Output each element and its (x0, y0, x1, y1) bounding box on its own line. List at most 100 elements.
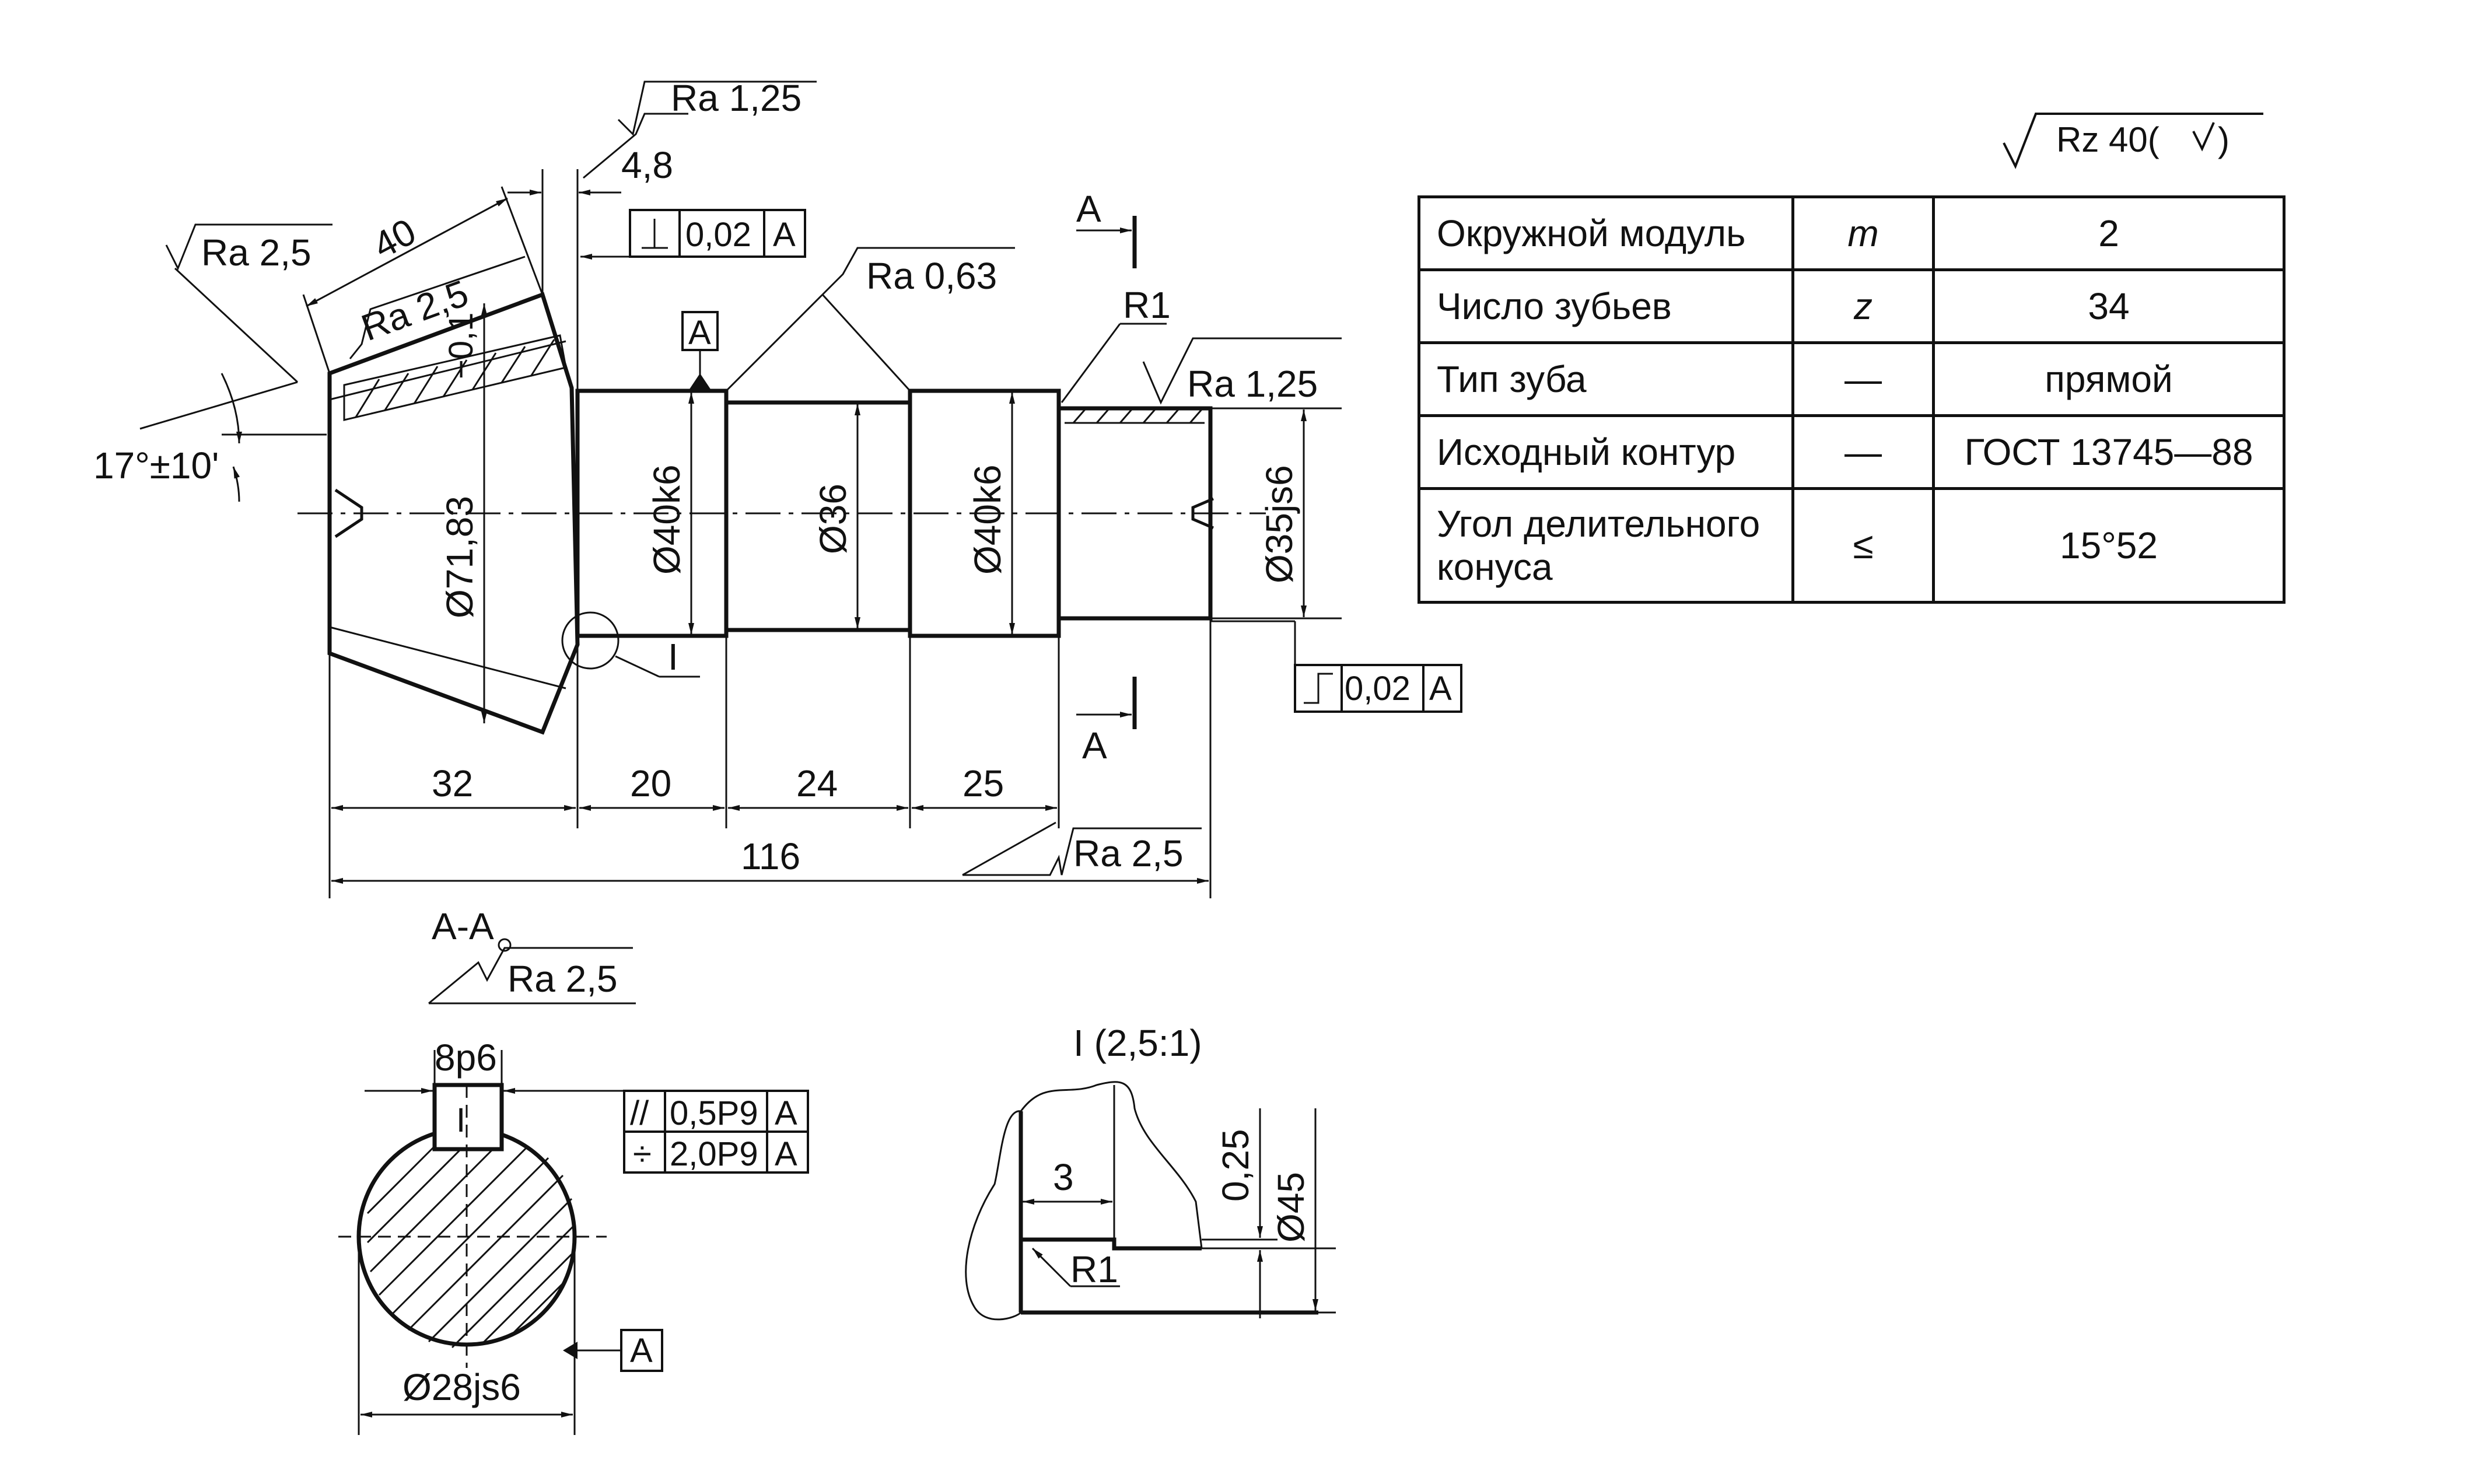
dim-24: 24 (796, 762, 838, 804)
center-hole-left (334, 488, 363, 538)
section-mark-top: A (1076, 188, 1137, 268)
dim-detail-depth: 0,25 (1202, 1108, 1278, 1318)
dim-dia-28: Ø28js6 (358, 1248, 576, 1435)
roughness-end: Ra 1,25 (1142, 337, 1342, 405)
gear-pitch-line-top (329, 340, 566, 401)
svg-text:0,25: 0,25 (1214, 1129, 1256, 1202)
dim-dia-40-right: Ø40k6 (967, 392, 1015, 635)
svg-text:Ø45: Ø45 (1270, 1172, 1312, 1242)
svg-text:R1: R1 (1123, 284, 1171, 326)
svg-text:Ra 1,25: Ra 1,25 (1187, 363, 1318, 405)
table-row: Окружной модуль m 2 (1418, 195, 2286, 271)
svg-text:A: A (1082, 724, 1107, 766)
svg-text:2,0P9: 2,0P9 (670, 1135, 758, 1173)
svg-text:): ) (2218, 120, 2230, 159)
svg-text:3: 3 (1053, 1156, 1074, 1198)
svg-text://: // (630, 1094, 649, 1132)
dim-angle: 17°±10' (93, 373, 327, 502)
dim-face-offset: 4,8 (508, 144, 673, 391)
section-title: A-A (432, 905, 494, 947)
general-roughness: Rz 40( ) (2003, 113, 2263, 169)
svg-text:Ø36: Ø36 (812, 484, 854, 554)
dim-32: 32 (432, 762, 473, 804)
svg-text:A: A (630, 1332, 653, 1370)
svg-text:÷: ÷ (633, 1135, 652, 1173)
svg-text:Ø40k6: Ø40k6 (646, 464, 688, 575)
general-roughness-label: Rz 40( (2056, 120, 2160, 159)
section-roughness: Ra 2,5 (428, 938, 636, 1005)
roughness-cone-face: Ra 2,5 (349, 256, 526, 359)
svg-text:A: A (773, 216, 796, 254)
radius-r1-main: R1 (1060, 284, 1171, 403)
svg-text:Ø40k6: Ø40k6 (967, 464, 1009, 575)
dim-cone-length: 40 (302, 186, 544, 374)
dim-detail-width: 3 (1023, 1156, 1112, 1205)
svg-text:Ra 2,5: Ra 2,5 (508, 958, 618, 1000)
svg-text:−0,1: −0,1 (442, 313, 480, 380)
detail-break-left (965, 1110, 1022, 1321)
table-row: Угол делительного конуса ≤ 15°52 (1418, 487, 2286, 604)
svg-text:0,02: 0,02 (1345, 670, 1410, 708)
center-hole-right (1191, 497, 1214, 530)
svg-text:A: A (775, 1135, 797, 1173)
keyway-mark: I (456, 1101, 466, 1139)
svg-text:17°±10': 17°±10' (93, 444, 219, 487)
dim-detail-dia: Ø45 (1260, 1108, 1336, 1314)
section-circle: I (338, 1083, 607, 1368)
runout-frame: 0,02 A (1210, 620, 1462, 713)
table-row: Число зубьев z 34 (1418, 268, 2286, 344)
detail-circle (561, 611, 620, 670)
dim-dia-35: Ø35js6 (1210, 407, 1342, 620)
section-view: A-A Ra 2,5 (338, 905, 809, 1435)
detail-groove (1021, 1237, 1202, 1251)
gear-parameter-table: Окружной модуль m 2 Число зубьев z 34 Ти… (1418, 195, 2286, 604)
gear-pitch-line-bottom (329, 626, 566, 690)
dim-dia-40-left: Ø40k6 (646, 392, 694, 635)
svg-text:A: A (1429, 670, 1452, 708)
dim-dia-cone: Ø71,83 −0,1 (439, 303, 487, 723)
roughness-face-top: Ra 1,25 (583, 77, 817, 179)
datum-a-top: A (681, 311, 719, 391)
detail-mark: I (668, 636, 678, 678)
dim-25: 25 (963, 762, 1004, 804)
roughness-bottom: Ra 2,5 (962, 821, 1202, 876)
svg-text:8p6: 8p6 (435, 1037, 497, 1079)
shaft-end-35 (1056, 406, 1213, 621)
datum-a-section: A (563, 1329, 663, 1372)
check-icon (2192, 122, 2215, 152)
detail-break-top (1020, 1081, 1203, 1249)
dim-keyway: 8p6 (365, 1037, 624, 1094)
dim-20: 20 (630, 762, 671, 804)
svg-text:4,8: 4,8 (621, 144, 673, 186)
svg-text:A: A (775, 1094, 797, 1132)
detail-leader (615, 655, 660, 678)
dim-lengths: 32 20 24 25 116 (328, 618, 1212, 898)
svg-text:Rz 40(: Rz 40( (2056, 120, 2160, 159)
svg-text:Ra 2,5: Ra 2,5 (201, 232, 312, 274)
perpendicularity-frame: 0,02 A (580, 209, 806, 260)
detail-title: I (2,5:1) (1073, 1022, 1202, 1064)
shaft-end-hatch (1065, 409, 1205, 424)
svg-text:A: A (688, 314, 711, 352)
svg-text:Ra 2,5: Ra 2,5 (1073, 832, 1184, 874)
svg-text:40: 40 (366, 210, 423, 267)
roughness-journals: Ra 0,63 (725, 247, 1015, 392)
svg-text:Ra 0,63: Ra 0,63 (866, 255, 997, 297)
svg-text:A: A (1076, 188, 1101, 230)
main-view: I Ø71,83 −0,1 Ø40k6 Ø36 Ø40k6 Ø35js6 (93, 77, 1462, 898)
dim-116: 116 (741, 835, 800, 877)
keyway-tolerance-frames: // ÷ 0,5P9 A 2,0P9 A (623, 1090, 809, 1174)
svg-text:Ø28js6: Ø28js6 (402, 1366, 521, 1408)
dim-dia-36: Ø36 (812, 404, 860, 629)
svg-text:R1: R1 (1070, 1248, 1118, 1290)
table-row: Тип зуба — прямой (1418, 341, 2286, 417)
svg-text:0,5P9: 0,5P9 (670, 1094, 758, 1132)
detail-view: I (2,5:1) 3 R1 0,25 Ø (965, 1022, 1336, 1321)
radius-r1-detail: R1 (1031, 1247, 1120, 1290)
svg-text:Ra 1,25: Ra 1,25 (671, 77, 802, 119)
section-mark-bottom: A (1076, 677, 1137, 766)
svg-text:0,02: 0,02 (685, 216, 751, 254)
svg-text:Ø71,83: Ø71,83 (439, 496, 481, 618)
table-row: Исходный контур — ГОСТ 13745—88 (1418, 414, 2286, 490)
